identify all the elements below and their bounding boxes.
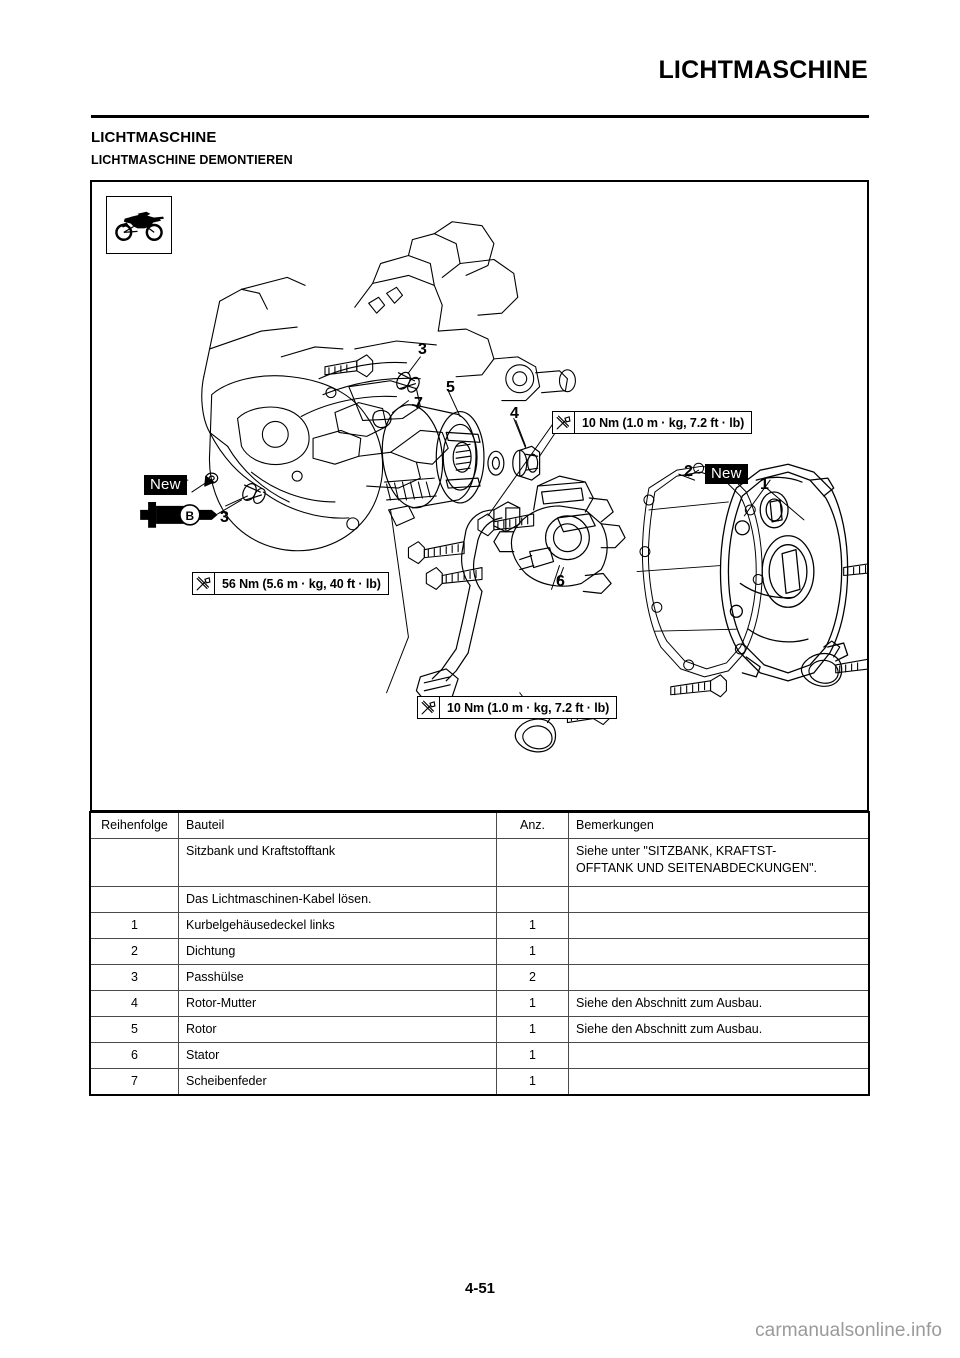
wrench-icon xyxy=(553,412,575,433)
site-watermark: carmanualsonline.info xyxy=(755,1320,942,1341)
torque-spec-callout: 56 Nm (5.6 m · kg, 40 ft · lb) xyxy=(192,572,389,595)
callout-number-7: 7 xyxy=(414,395,423,412)
page-number: 4-51 xyxy=(464,1280,496,1297)
table-row: 5 Rotor 1 Siehe den Abschnitt zum Ausbau… xyxy=(90,1016,869,1043)
table-row: Das Lichtmaschinen-Kabel lösen. xyxy=(90,886,869,913)
table-row: 2 Dichtung 1 xyxy=(90,938,869,965)
torque-spec-text: 56 Nm (5.6 m · kg, 40 ft · lb) xyxy=(222,576,381,591)
cell-part: Sitzbank und Kraftstofftank xyxy=(178,838,497,887)
table-row: 6 Stator 1 xyxy=(90,1042,869,1069)
table-row: 3 Passhülse 2 xyxy=(90,964,869,991)
torque-spec-text: 10 Nm (1.0 m · kg, 7.2 ft · lb) xyxy=(447,700,610,715)
motorcycle-icon xyxy=(106,196,172,254)
cell-quantity: 1 xyxy=(496,990,569,1017)
cell-quantity xyxy=(496,838,569,887)
cell-sequence: 7 xyxy=(90,1068,179,1095)
wrench-icon xyxy=(418,697,440,718)
callout-number-5: 5 xyxy=(446,379,455,396)
cell-sequence: 6 xyxy=(90,1042,179,1069)
column-header-quantity: Anz. xyxy=(496,812,569,839)
cell-sequence: 5 xyxy=(90,1016,179,1043)
parts-table: Reihenfolge Bauteil Anz. Bemerkungen Sit… xyxy=(89,811,870,1096)
header-divider xyxy=(91,115,869,118)
new-part-tag: New xyxy=(144,475,187,496)
cell-part: Das Lichtmaschinen-Kabel lösen. xyxy=(178,886,497,913)
cell-part: Scheibenfeder xyxy=(178,1068,497,1095)
column-header-remarks: Bemerkungen xyxy=(568,812,869,839)
callout-number-4: 4 xyxy=(510,405,519,422)
cell-remarks: Siehe unter "SITZBANK, KRAFTST- OFFTANK … xyxy=(568,838,869,887)
cell-quantity: 2 xyxy=(496,964,569,991)
wrench-icon xyxy=(193,573,215,594)
exploded-view-diagram: B xyxy=(90,180,869,812)
cell-quantity: 1 xyxy=(496,938,569,965)
cell-sequence xyxy=(90,838,179,887)
callout-number-6: 6 xyxy=(556,573,565,590)
cell-remarks xyxy=(568,1042,869,1069)
callout-number-3: 3 xyxy=(418,341,427,358)
table-row: 7 Scheibenfeder 1 xyxy=(90,1068,869,1095)
cell-remarks: Siehe den Abschnitt zum Ausbau. xyxy=(568,990,869,1017)
column-header-sequence: Reihenfolge xyxy=(90,812,179,839)
table-row: 1 Kurbelgehäusedeckel links 1 xyxy=(90,912,869,939)
cell-part: Rotor xyxy=(178,1016,497,1043)
cell-sequence: 2 xyxy=(90,938,179,965)
svg-text:B: B xyxy=(186,509,195,523)
cell-part: Kurbelgehäusedeckel links xyxy=(178,912,497,939)
column-header-part: Bauteil xyxy=(178,812,497,839)
cell-part: Stator xyxy=(178,1042,497,1069)
torque-spec-text: 10 Nm (1.0 m · kg, 7.2 ft · lb) xyxy=(582,415,745,430)
section-title: LICHTMASCHINE xyxy=(91,129,217,146)
cell-quantity xyxy=(496,886,569,913)
cell-remarks xyxy=(568,912,869,939)
torque-spec-callout: 10 Nm (1.0 m · kg, 7.2 ft · lb) xyxy=(552,411,753,434)
cell-remarks: Siehe den Abschnitt zum Ausbau. xyxy=(568,1016,869,1043)
cell-quantity: 1 xyxy=(496,1068,569,1095)
remark-line: Siehe unter "SITZBANK, KRAFTST- xyxy=(576,844,777,858)
cell-part: Rotor-Mutter xyxy=(178,990,497,1017)
cell-part: Passhülse xyxy=(178,964,497,991)
cell-remarks xyxy=(568,1068,869,1095)
cell-quantity: 1 xyxy=(496,912,569,939)
table-row: Sitzbank und Kraftstofftank Siehe unter … xyxy=(90,838,869,887)
cell-part: Dichtung xyxy=(178,938,497,965)
running-head: LICHTMASCHINE xyxy=(658,56,868,84)
cell-sequence: 4 xyxy=(90,990,179,1017)
table-header-row: Reihenfolge Bauteil Anz. Bemerkungen xyxy=(90,812,869,839)
table-row: 4 Rotor-Mutter 1 Siehe den Abschnitt zum… xyxy=(90,990,869,1017)
callout-number-3: 3 xyxy=(220,509,229,526)
remark-line: OFFTANK UND SEITENABDECKUNGEN". xyxy=(576,860,818,875)
cell-remarks xyxy=(568,938,869,965)
cell-quantity: 1 xyxy=(496,1016,569,1043)
cell-sequence: 3 xyxy=(90,964,179,991)
cell-quantity: 1 xyxy=(496,1042,569,1069)
callout-number-2: 2 xyxy=(684,463,693,480)
torque-spec-callout: 10 Nm (1.0 m · kg, 7.2 ft · lb) xyxy=(417,696,618,719)
cell-remarks xyxy=(568,964,869,991)
cell-sequence xyxy=(90,886,179,913)
callout-number-1: 1 xyxy=(760,476,769,493)
subsection-title: LICHTMASCHINE DEMONTIEREN xyxy=(91,153,293,167)
cell-remarks xyxy=(568,886,869,913)
new-part-tag: New xyxy=(705,464,748,485)
cell-sequence: 1 xyxy=(90,912,179,939)
